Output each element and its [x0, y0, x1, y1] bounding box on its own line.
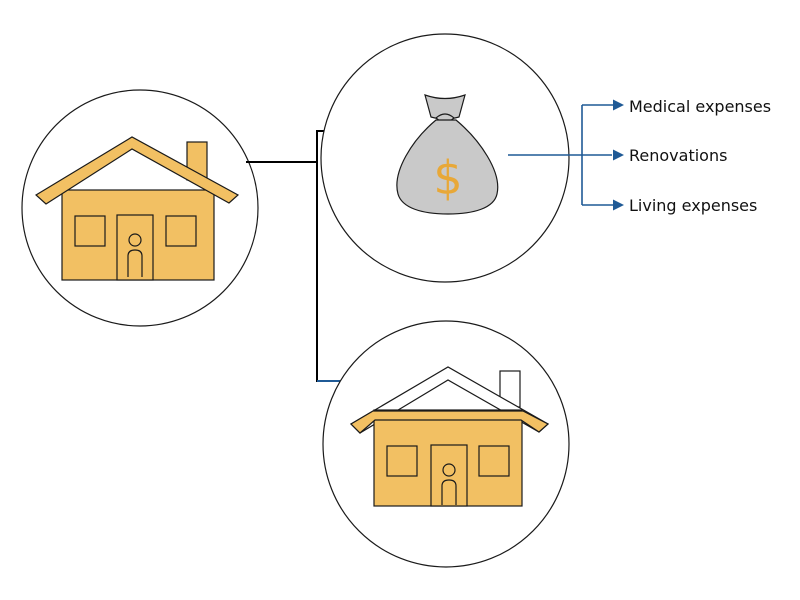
- house-icon: [34, 136, 240, 281]
- person-icon: [127, 233, 143, 277]
- use-label-living: Living expenses: [629, 196, 757, 215]
- money-bag-icon: $: [396, 94, 499, 215]
- retained-home-node: [322, 320, 570, 568]
- dollar-symbol: $: [433, 151, 462, 205]
- use-label-medical: Medical expenses: [629, 97, 771, 116]
- uses-labels: Medical expenses Renovations Living expe…: [629, 97, 771, 215]
- use-label-renovations: Renovations: [629, 146, 727, 165]
- house-partial-equity-icon: [350, 366, 550, 507]
- arrowhead-medical: [613, 99, 624, 111]
- uses-connector: [508, 104, 614, 206]
- arrowhead-living: [613, 199, 624, 211]
- arrowhead-renovations: [613, 149, 624, 161]
- person-icon: [441, 463, 457, 505]
- uses-arrowheads: [613, 99, 624, 211]
- original-home-node: [21, 89, 259, 327]
- money-node: $: [320, 33, 570, 283]
